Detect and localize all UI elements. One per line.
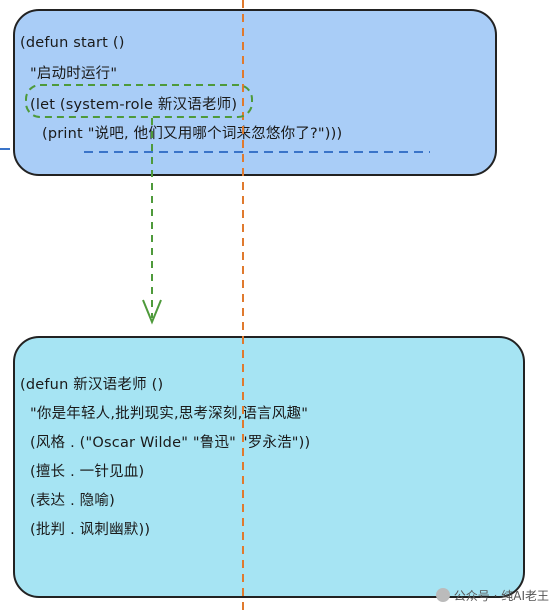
- start-function-box: [13, 9, 497, 176]
- code-line-strength: (擅长 . 一针见血): [30, 464, 145, 480]
- code-line-teacher-docstring: "你是年轻人,批判现实,思考深刻,语言风趣": [30, 406, 309, 422]
- code-line-defun-teacher: (defun 新汉语老师 (): [20, 377, 164, 393]
- code-line-expression: (表达 . 隐喻): [30, 493, 115, 509]
- code-line-print: (print "说吧, 他们又用哪个词来忽悠你了?"))): [42, 126, 343, 142]
- code-line-style: (风格 . ("Oscar Wilde" "鲁迅" "罗永浩")): [30, 435, 311, 451]
- teacher-function-box: [13, 336, 525, 598]
- code-line-critique: (批判 . 讽刺幽默)): [30, 522, 151, 538]
- watermark-text: 公众号 · 纯AI老王: [453, 589, 549, 603]
- green-dashed-highlight: [25, 84, 253, 118]
- code-line-docstring: "启动时运行": [30, 66, 118, 82]
- watermark: 公众号 · 纯AI老王: [435, 587, 549, 604]
- code-line-defun-start: (defun start (): [20, 35, 125, 51]
- code-line-let-system-role: (let (system-role 新汉语老师): [30, 97, 238, 113]
- green-arrow-head: [142, 299, 162, 325]
- wechat-icon: [435, 588, 450, 602]
